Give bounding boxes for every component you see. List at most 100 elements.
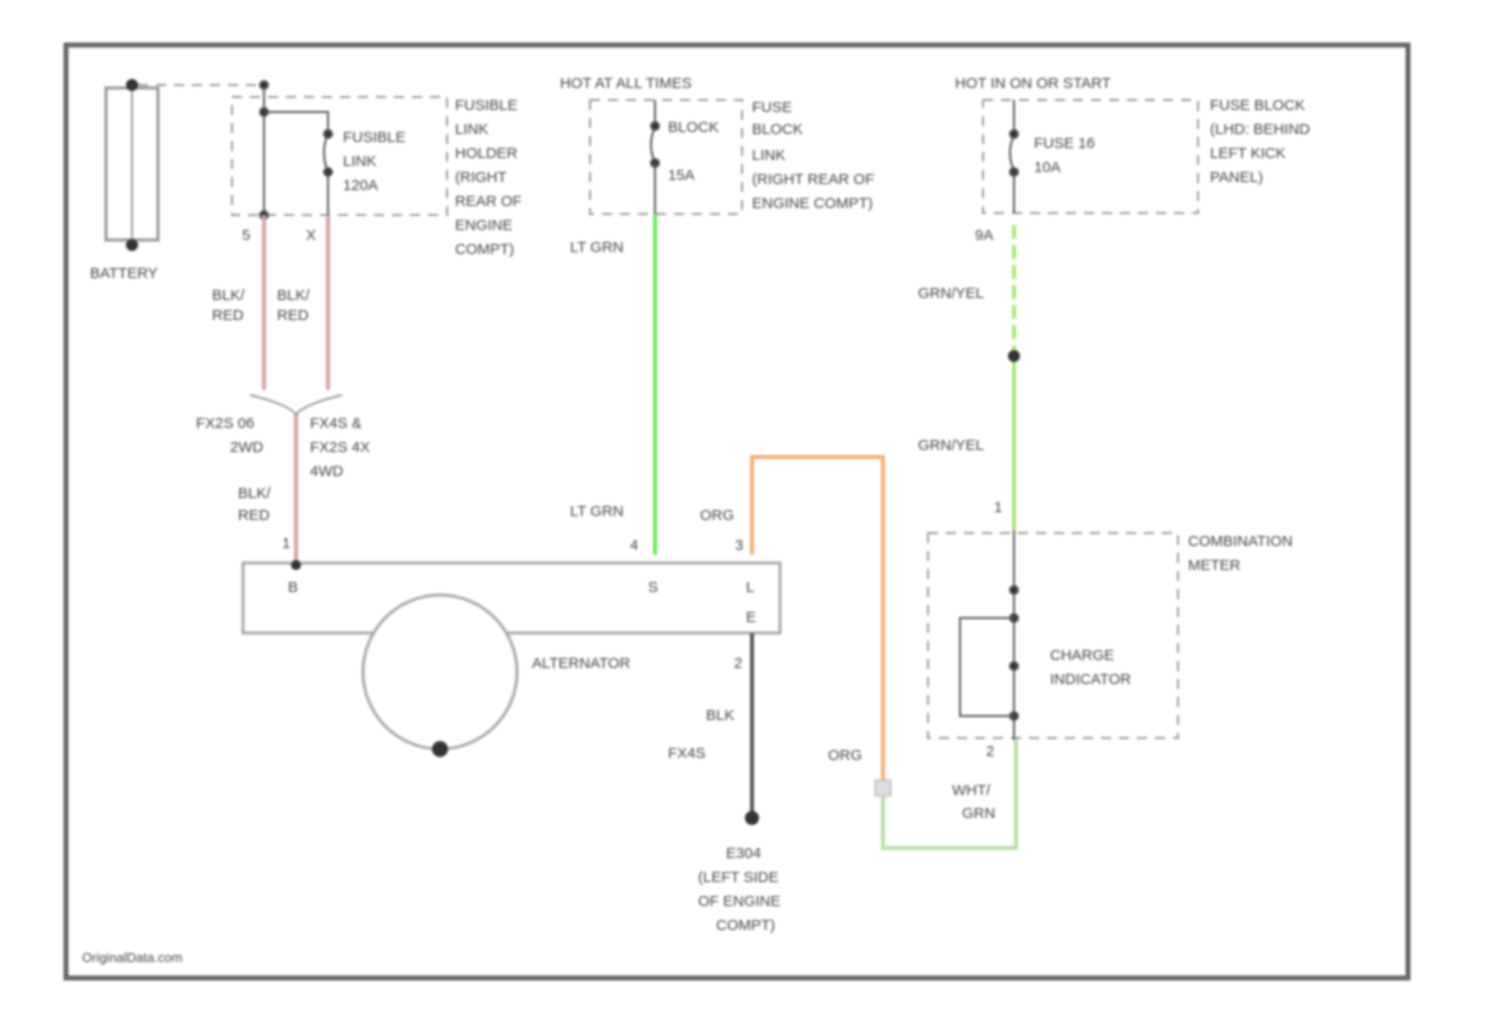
connector	[875, 780, 891, 796]
svg-text:(RIGHT: (RIGHT	[455, 169, 507, 186]
svg-text:CHARGE: CHARGE	[1050, 647, 1114, 664]
svg-text:15A: 15A	[668, 167, 695, 184]
svg-text:(RIGHT REAR OF: (RIGHT REAR OF	[752, 171, 874, 188]
svg-text:FUSE 16: FUSE 16	[1034, 135, 1095, 152]
ground-point	[745, 811, 759, 825]
wire-label-blk-red-2: BLK/RED	[277, 287, 310, 324]
alt-terminal-l: L	[746, 579, 754, 596]
fuse-block-lhd-label: FUSE BLOCK (LHD: BEHIND LEFT KICK PANEL)	[1210, 97, 1310, 186]
alternator-ground-point	[432, 741, 448, 757]
wire-label-wht-grn: WHT/GRN	[952, 782, 995, 822]
battery-label: BATTERY	[90, 265, 158, 282]
alt-terminal-s: S	[648, 579, 658, 596]
svg-text:HOLDER: HOLDER	[455, 145, 518, 162]
svg-text:BLOCK: BLOCK	[752, 121, 803, 138]
wire-wht-grn	[883, 740, 1016, 848]
meter-pin-1: 1	[994, 499, 1002, 516]
wire-label-lt-grn-bottom: LT GRN	[570, 503, 624, 520]
fuse-15a-symbol	[651, 100, 659, 214]
alternator-label: ALTERNATOR	[532, 655, 631, 672]
svg-text:REAR OF: REAR OF	[455, 193, 522, 210]
svg-text:120A: 120A	[343, 177, 378, 194]
svg-text:E304: E304	[726, 845, 761, 862]
variant-fx4s-label: FX4S	[668, 745, 706, 762]
hot-in-on-or-start-label: HOT IN ON OR START	[955, 75, 1111, 92]
hot-at-all-times-label: HOT AT ALL TIMES	[560, 75, 692, 92]
fuse-15a-label: BLOCK 15A	[668, 119, 719, 184]
svg-text:FUSIBLE: FUSIBLE	[455, 97, 518, 114]
svg-text:PANEL): PANEL)	[1210, 169, 1263, 186]
pin-5-label: 5	[242, 227, 250, 244]
svg-text:ENGINE: ENGINE	[455, 217, 513, 234]
svg-text:BLK/: BLK/	[212, 287, 245, 304]
fuse-block-lhd-box	[983, 100, 1198, 213]
svg-text:FUSE: FUSE	[752, 99, 792, 116]
watermark: OriginalData.com	[82, 950, 182, 965]
variant-4wd-label: FX4S & FX2S 4X 4WD	[310, 415, 370, 480]
ground-label: E304 (LEFT SIDE OF ENGINE COMPT)	[698, 845, 781, 934]
svg-text:LEFT KICK: LEFT KICK	[1210, 145, 1286, 162]
svg-text:ENGINE COMPT): ENGINE COMPT)	[752, 195, 873, 212]
svg-text:INDICATOR: INDICATOR	[1050, 671, 1131, 688]
alt-terminal-e: E	[746, 609, 756, 626]
wire-label-grn-yel-top: GRN/YEL	[918, 285, 984, 302]
combination-meter-label: COMBINATION METER	[1188, 533, 1293, 574]
fuse-block-link-label: FUSE BLOCK LINK (RIGHT REAR OF ENGINE CO…	[752, 99, 874, 212]
wire-org	[752, 457, 883, 790]
svg-text:BLK/: BLK/	[277, 287, 310, 304]
svg-text:4WD: 4WD	[310, 463, 344, 480]
fuse-16-symbol	[1010, 100, 1018, 213]
alt-pin-3: 3	[735, 537, 743, 554]
svg-text:FX2S 4X: FX2S 4X	[310, 439, 370, 456]
svg-text:RED: RED	[238, 507, 270, 524]
svg-text:(LEFT SIDE: (LEFT SIDE	[698, 869, 779, 886]
svg-text:FUSIBLE: FUSIBLE	[343, 129, 406, 146]
svg-text:WHT/: WHT/	[952, 782, 991, 799]
charge-indicator-label: CHARGE INDICATOR	[1050, 647, 1131, 688]
wire-label-org-top: ORG	[700, 507, 734, 524]
wire-label-blk-red-1: BLK/RED	[212, 287, 245, 324]
svg-text:COMPT): COMPT)	[455, 241, 514, 258]
svg-text:GRN: GRN	[962, 805, 995, 822]
variant-2wd-label: FX2S 06 2WD	[196, 415, 264, 456]
wire-label-lt-grn-top: LT GRN	[570, 239, 624, 256]
svg-text:FX4S &: FX4S &	[310, 415, 362, 432]
wire-label-blk-red-3: BLK/RED	[238, 485, 271, 524]
svg-text:LINK: LINK	[343, 153, 376, 170]
svg-text:METER: METER	[1188, 557, 1241, 574]
alternator-connector-block	[243, 563, 780, 633]
svg-text:RED: RED	[277, 307, 309, 324]
pin-9a-label: 9A	[975, 227, 993, 244]
charge-indicator-symbol	[960, 530, 1018, 740]
wire-grn-yel	[1008, 225, 1020, 530]
svg-text:BLOCK: BLOCK	[668, 119, 719, 136]
pin-x-label: X	[306, 227, 316, 244]
fusible-link-label: FUSIBLE LINK 120A	[343, 129, 406, 194]
svg-text:COMBINATION: COMBINATION	[1188, 533, 1293, 550]
battery-symbol	[106, 79, 262, 251]
svg-text:10A: 10A	[1034, 159, 1061, 176]
svg-text:2WD: 2WD	[230, 439, 264, 456]
fusible-link-holder-label: FUSIBLE LINK HOLDER (RIGHT REAR OF ENGIN…	[455, 97, 522, 258]
svg-text:FX2S 06: FX2S 06	[196, 415, 254, 432]
svg-text:LINK: LINK	[752, 147, 785, 164]
wire-label-blk: BLK	[706, 707, 734, 724]
combination-meter-box	[928, 533, 1178, 738]
fuse-block-box	[590, 100, 742, 214]
svg-text:LINK: LINK	[455, 121, 488, 138]
alt-pin-2: 2	[734, 655, 742, 672]
fuse-16-label: FUSE 16 10A	[1034, 135, 1095, 176]
svg-text:OF ENGINE: OF ENGINE	[698, 893, 781, 910]
svg-text:(LHD: BEHIND: (LHD: BEHIND	[1210, 121, 1310, 138]
svg-text:COMPT): COMPT)	[716, 917, 775, 934]
alt-pin-1: 1	[282, 535, 290, 552]
fusible-link-symbol	[260, 81, 332, 219]
svg-text:BLK/: BLK/	[238, 485, 271, 502]
svg-text:RED: RED	[212, 307, 244, 324]
wire-label-grn-yel-bottom: GRN/YEL	[918, 437, 984, 454]
svg-text:FUSE BLOCK: FUSE BLOCK	[1210, 97, 1305, 114]
wire-label-org-bottom: ORG	[828, 747, 862, 764]
meter-pin-2: 2	[986, 743, 994, 760]
alternator-symbol	[363, 595, 517, 749]
